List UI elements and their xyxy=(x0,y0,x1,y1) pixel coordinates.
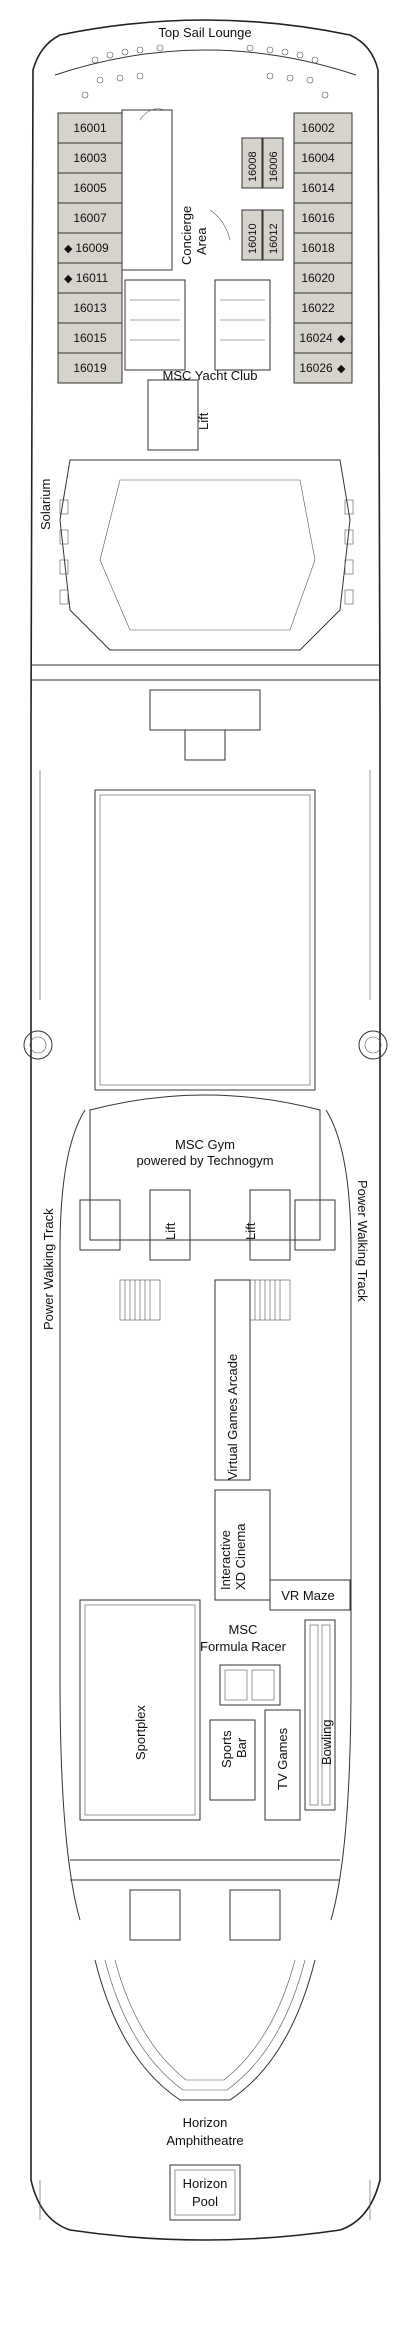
lift-label: Lift xyxy=(163,1222,178,1240)
right-bulge xyxy=(358,1030,388,1060)
cabin-label: 16001 xyxy=(73,121,107,135)
cabin-label: 16003 xyxy=(73,151,107,165)
bowling-label: Bowling xyxy=(319,1719,334,1765)
concierge-area-label: Concierge xyxy=(179,206,194,265)
horizon-pool[interactable] xyxy=(169,2164,241,2221)
formula-racer-label: MSC xyxy=(229,1622,258,1637)
cabin-label: 16010 xyxy=(247,223,259,254)
formula-racer-label: Formula Racer xyxy=(200,1639,287,1654)
concierge-area-label: Area xyxy=(194,227,209,255)
left-cabin-column: 16001 16003 16005 16007 16009 16011 1601… xyxy=(57,112,123,384)
tv-games[interactable] xyxy=(264,1709,301,1821)
xd-cinema-label: Interactive xyxy=(218,1530,233,1590)
walking-track-left[interactable] xyxy=(59,1109,86,1921)
cabin-16015[interactable] xyxy=(57,322,123,354)
accessible-icon: ◆ xyxy=(64,273,73,285)
concierge-desk xyxy=(121,109,173,271)
right-cabin-column: 16002 16004 16014 16016 16018 16020 1602… xyxy=(293,112,353,384)
vr-maze-label: VR Maze xyxy=(281,1588,334,1603)
xd-cinema[interactable] xyxy=(214,1489,271,1601)
cabin-16026[interactable] xyxy=(293,352,353,384)
sports-bar-label: Bar xyxy=(234,1737,249,1758)
accessible-icon: ◆ xyxy=(337,363,346,375)
cabin-label: 16020 xyxy=(301,271,335,285)
cabin-label: 16012 xyxy=(268,223,280,254)
cabin-16008[interactable] xyxy=(241,137,263,189)
cabin-16006[interactable] xyxy=(262,137,284,189)
amphitheatre-label: Amphitheatre xyxy=(166,2133,243,2148)
left-bulge xyxy=(23,1030,53,1060)
solarium-area[interactable] xyxy=(59,459,351,651)
sportplex-label: Sportplex xyxy=(133,1705,148,1760)
cabin-16020[interactable] xyxy=(293,262,353,294)
sports-bar-label: Sports xyxy=(219,1730,234,1768)
walking-track-label-right: Power Walking Track xyxy=(355,1180,370,1302)
solarium-loungers xyxy=(59,499,354,605)
top-sail-lounge-area[interactable] xyxy=(54,49,357,76)
cabin-label: 16009 xyxy=(75,241,109,255)
lift-label: Lift xyxy=(196,412,211,430)
cabin-16019[interactable] xyxy=(57,352,123,384)
cabin-label: 16007 xyxy=(73,211,107,225)
center-cabins: 16008 16006 16010 16012 xyxy=(241,137,284,261)
walking-track-label-left: Power Walking Track xyxy=(41,1208,56,1330)
cabin-16009[interactable] xyxy=(57,232,123,264)
cabin-16004[interactable] xyxy=(293,142,353,174)
horizon-pool-label: Horizon xyxy=(183,2176,228,2191)
cabin-16002[interactable] xyxy=(293,112,353,144)
xd-cinema-label: XD Cinema xyxy=(233,1523,248,1590)
cabin-16016[interactable] xyxy=(293,202,353,234)
horizon-pool-label: Pool xyxy=(192,2194,218,2209)
tv-games-label: TV Games xyxy=(275,1727,290,1790)
cabin-label: 16018 xyxy=(301,241,335,255)
cabin-label: 16004 xyxy=(301,151,335,165)
hull-outline xyxy=(30,19,381,2241)
cabin-16013[interactable] xyxy=(57,292,123,324)
cabin-16012[interactable] xyxy=(262,209,284,261)
central-deck-area xyxy=(94,789,316,1091)
amphitheatre-area[interactable] xyxy=(94,1959,316,2101)
arcade-label: Virtual Games Arcade xyxy=(225,1354,240,1480)
cabin-16010[interactable] xyxy=(241,209,263,261)
lift-label: Lift xyxy=(243,1222,258,1240)
cabin-label: 16002 xyxy=(301,121,335,135)
cabin-label: 16016 xyxy=(301,211,335,225)
gym-sublabel: powered by Technogym xyxy=(136,1153,273,1168)
cabin-label: 16019 xyxy=(73,361,107,375)
cabin-16011[interactable] xyxy=(57,262,123,294)
cabin-label: 16008 xyxy=(247,151,259,182)
vr-maze[interactable] xyxy=(269,1579,351,1611)
cabin-label: 16026 xyxy=(299,361,333,375)
walking-track-right[interactable] xyxy=(325,1109,352,1921)
cabin-label: 16015 xyxy=(73,331,107,345)
top-sail-lounge-label: Top Sail Lounge xyxy=(158,25,251,40)
accessible-icon: ◆ xyxy=(337,333,346,345)
amphitheatre-label: Horizon xyxy=(183,2115,228,2130)
cabin-label: 16006 xyxy=(268,151,280,182)
bowling[interactable] xyxy=(304,1619,336,1811)
cabin-16014[interactable] xyxy=(293,172,353,204)
cabin-label: 16022 xyxy=(301,301,335,315)
cabin-16024[interactable] xyxy=(293,322,353,354)
lounge-seating xyxy=(81,44,329,99)
yacht-club-label: MSC Yacht Club xyxy=(163,368,258,383)
virtual-games-arcade[interactable] xyxy=(214,1279,251,1481)
cabin-label: 16011 xyxy=(76,271,109,285)
solarium-label: Solarium xyxy=(38,479,53,530)
cabin-label: 16013 xyxy=(73,301,107,315)
cabin-label: 16024 xyxy=(299,331,333,345)
sportplex[interactable] xyxy=(79,1599,201,1821)
cabin-label: 16005 xyxy=(73,181,107,195)
accessible-icon: ◆ xyxy=(64,243,73,255)
gym-area[interactable] xyxy=(89,1094,321,1241)
cabin-label: 16014 xyxy=(301,181,335,195)
gym-label: MSC Gym xyxy=(175,1137,235,1152)
